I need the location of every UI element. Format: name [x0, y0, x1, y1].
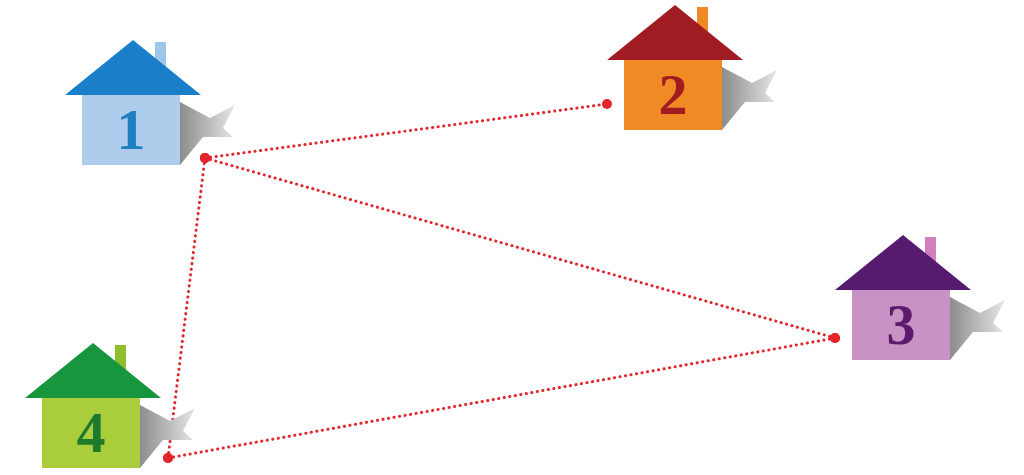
- house-node: 3: [835, 235, 1010, 365]
- house-number: 3: [852, 290, 950, 360]
- house-body: [852, 290, 950, 360]
- house-shadow: [180, 102, 235, 165]
- connector-end-dot: [200, 153, 210, 163]
- dotted-connector: [168, 338, 835, 458]
- house-node: 4: [25, 343, 200, 473]
- house-body: [624, 60, 722, 130]
- connector-end-dot: [830, 333, 840, 343]
- house-shadow: [950, 297, 1005, 360]
- house-number: 4: [42, 398, 140, 468]
- dotted-connector: [205, 158, 835, 338]
- house-body: [42, 398, 140, 468]
- house-roof: [607, 5, 743, 60]
- house-number: 1: [82, 95, 180, 165]
- house-roof: [65, 40, 201, 95]
- house-node: 2: [607, 5, 782, 135]
- house-illustration: [65, 40, 240, 170]
- house-illustration: [25, 343, 200, 473]
- house-number: 2: [624, 60, 722, 130]
- house-body: [82, 95, 180, 165]
- connector-end-dot: [200, 153, 210, 163]
- connector-end-dot: [200, 153, 210, 163]
- house-illustration: [607, 5, 782, 135]
- house-roof: [25, 343, 161, 398]
- house-shadow: [722, 67, 777, 130]
- dotted-connector: [205, 104, 607, 158]
- house-node: 1: [65, 40, 240, 170]
- connector-end-dot: [830, 333, 840, 343]
- connector-end-dot: [163, 453, 173, 463]
- house-roof: [835, 235, 971, 290]
- house-illustration: [835, 235, 1010, 365]
- connector-end-dot: [602, 99, 612, 109]
- connector-end-dot: [163, 453, 173, 463]
- house-shadow: [140, 405, 195, 468]
